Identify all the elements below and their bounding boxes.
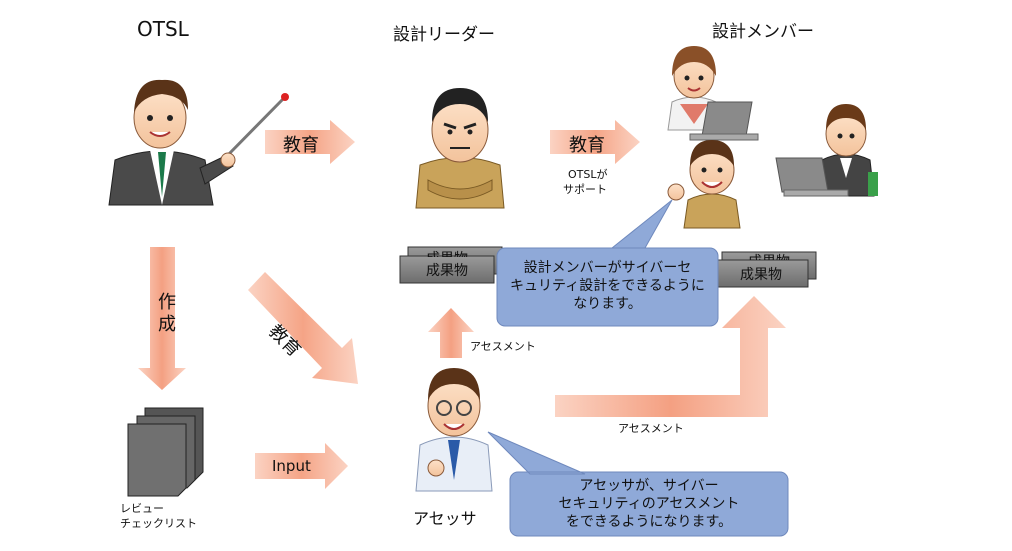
assessment-arrow-right — [555, 296, 786, 417]
deliverables-right — [713, 251, 817, 288]
heading-leader: 設計リーダー — [393, 25, 495, 45]
bubble-members-text: 設計メンバーがサイバーセ キュリティ設計をできるように なります。 — [505, 259, 710, 313]
input-arrow — [255, 443, 348, 489]
bubble-assessor-line2: セキュリティのアセスメント — [558, 496, 740, 512]
deliverable-back-left: 成果物 — [426, 248, 468, 257]
member-woman-illustration — [667, 46, 759, 141]
assessment-label-right: アセスメント — [618, 422, 684, 435]
heading-assessor: アセッサ — [413, 509, 477, 528]
assessment-arrow-left — [428, 308, 474, 358]
bubble-assessor-line3: をできるようになります。 — [565, 514, 733, 530]
member-worker-illustration — [667, 140, 741, 229]
bubble-members-shape — [496, 199, 719, 327]
bubble-members-line1: 設計メンバーがサイバーセ — [523, 260, 692, 276]
bubble-members-line3: なります。 — [573, 296, 642, 312]
deliverable-front-right: 成果物 — [740, 267, 782, 283]
edu-diag-arrow — [248, 272, 358, 384]
deliverable-back-right: 成果物 — [748, 251, 790, 260]
bubble-assessor-line1: アセッサが、サイバー — [579, 478, 719, 494]
deliverable-front-left: 成果物 — [426, 263, 468, 279]
leader-illustration — [415, 88, 505, 209]
member-man-right-illustration — [775, 104, 878, 197]
bubble-assessor-text: アセッサが、サイバー セキュリティのアセスメント をできるようになります。 — [518, 477, 780, 531]
assessment-label-left: アセスメント — [470, 340, 536, 353]
edu-label-2: 教育 — [569, 135, 605, 156]
checklist-stack — [127, 407, 204, 497]
assessor-illustration — [415, 368, 493, 492]
bubble-members-line2: キュリティ設計をできるように — [510, 278, 705, 294]
heading-otsl: OTSL — [137, 17, 189, 41]
deliverables-left — [399, 246, 503, 284]
create-label: 作成 — [155, 292, 176, 336]
bubble-assessor-shape — [487, 431, 789, 537]
edu-arrow-1 — [265, 120, 355, 164]
edu-arrow-2 — [550, 120, 640, 164]
otsl-support-line2: サポート — [563, 183, 607, 196]
review-label-line1: レビュー — [120, 502, 164, 515]
heading-members: 設計メンバー — [712, 22, 814, 42]
otsl-support-line1: OTSLが — [568, 168, 608, 181]
edu-label-1: 教育 — [283, 135, 319, 156]
review-label-line2: チェックリスト — [120, 517, 197, 530]
otsl-presenter-illustration — [108, 79, 289, 206]
input-label: Input — [272, 457, 311, 475]
create-arrow — [138, 247, 186, 390]
